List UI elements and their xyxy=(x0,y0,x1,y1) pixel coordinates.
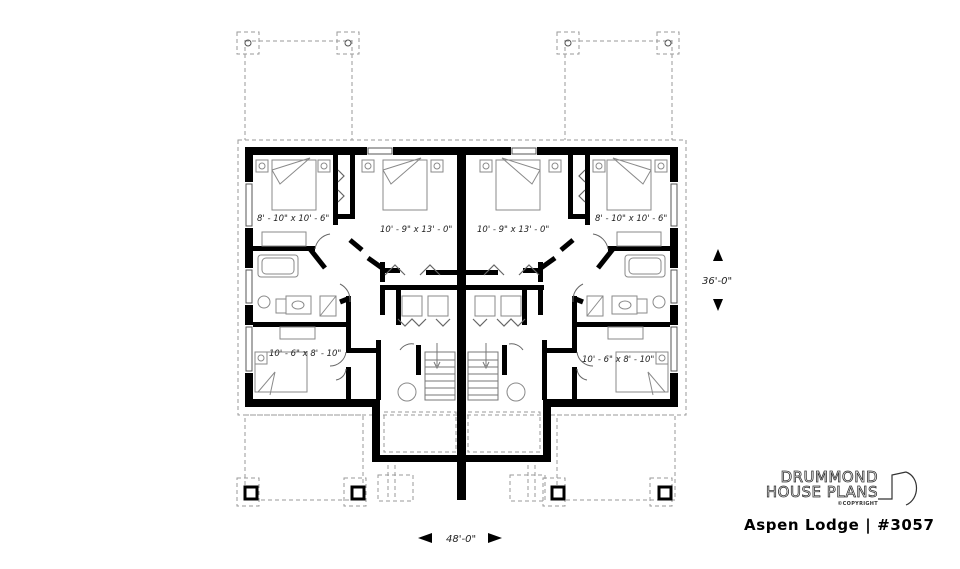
width-dimension: 48'-0" xyxy=(418,533,502,545)
room-size-bedroom-lower-right: 10' - 6" x 8' - 10" xyxy=(582,355,654,365)
room-size-bedroom-upper-left: 8' - 10" x 10' - 6" xyxy=(257,214,329,224)
width-label: 48'-0" xyxy=(446,534,476,545)
room-size-master-left: 10' - 9" x 13' - 0" xyxy=(380,225,452,235)
brand-copyright: ©COPYRIGHT xyxy=(837,501,878,507)
stairs xyxy=(424,343,499,401)
exterior-walls xyxy=(245,147,678,500)
windows xyxy=(245,147,678,372)
room-size-bedroom-upper-right: 8' - 10" x 10' - 6" xyxy=(595,214,667,224)
brand-logo: DRUMMOND HOUSE PLANS ©COPYRIGHT xyxy=(765,468,878,507)
depth-label: 36'-0" xyxy=(702,276,732,287)
post-circles xyxy=(244,39,672,47)
swing-doors xyxy=(314,233,609,381)
brand-line-2: HOUSE PLANS xyxy=(765,483,878,501)
arrow-right-icon xyxy=(488,533,502,543)
angled-walls xyxy=(308,238,615,305)
depth-dimension: 36'-0" xyxy=(702,249,732,311)
plan-title: Aspen Lodge | #3057 xyxy=(744,516,935,534)
arrow-left-icon xyxy=(418,533,432,543)
arrow-down-icon xyxy=(713,299,723,311)
brand-line-1: DRUMMOND xyxy=(780,468,878,486)
arrow-up-icon xyxy=(713,249,723,261)
post-squares xyxy=(243,485,673,501)
room-labels: 8' - 10" x 10' - 6" 10' - 9" x 13' - 0" … xyxy=(257,214,667,365)
room-size-master-right: 10' - 9" x 13' - 0" xyxy=(477,225,549,235)
furniture xyxy=(254,157,669,402)
brand-mark-icon xyxy=(878,471,918,506)
closet-doors xyxy=(337,169,586,327)
room-size-bedroom-lower-left: 10' - 6" x 8' - 10" xyxy=(269,349,341,359)
